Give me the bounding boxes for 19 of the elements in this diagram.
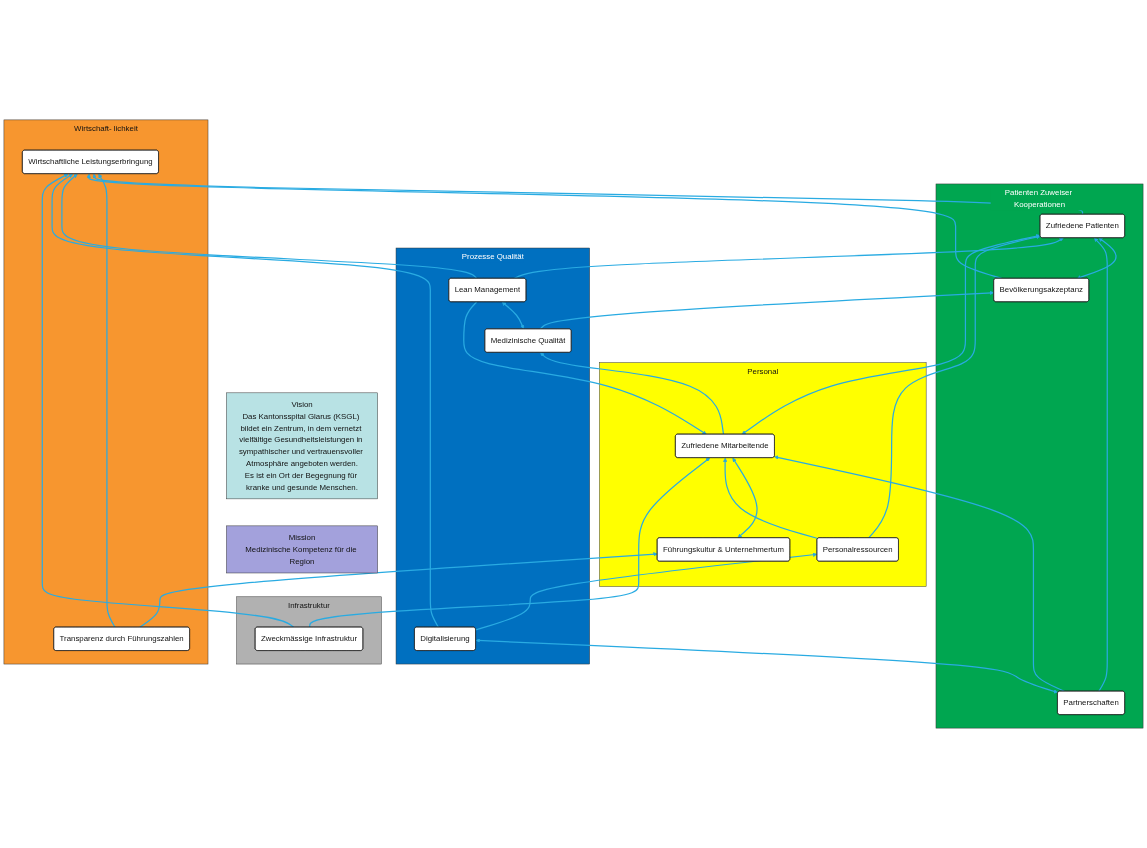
arrow — [868, 234, 1041, 539]
arrow — [1094, 237, 1108, 692]
arrow — [51, 173, 439, 628]
arrow — [1076, 237, 1117, 280]
arrow — [475, 552, 818, 631]
arrow — [540, 352, 725, 435]
arrow — [513, 237, 1064, 280]
arrow — [92, 173, 1084, 215]
arrow — [463, 301, 707, 435]
arrow — [61, 173, 478, 280]
arrow — [98, 173, 116, 628]
arrow — [41, 173, 295, 628]
arrow — [539, 290, 995, 330]
arrow — [501, 301, 525, 330]
arrow — [309, 457, 711, 628]
arrow — [732, 457, 758, 538]
arrow — [475, 638, 1058, 694]
arrow — [722, 457, 819, 540]
arrow — [139, 552, 658, 628]
